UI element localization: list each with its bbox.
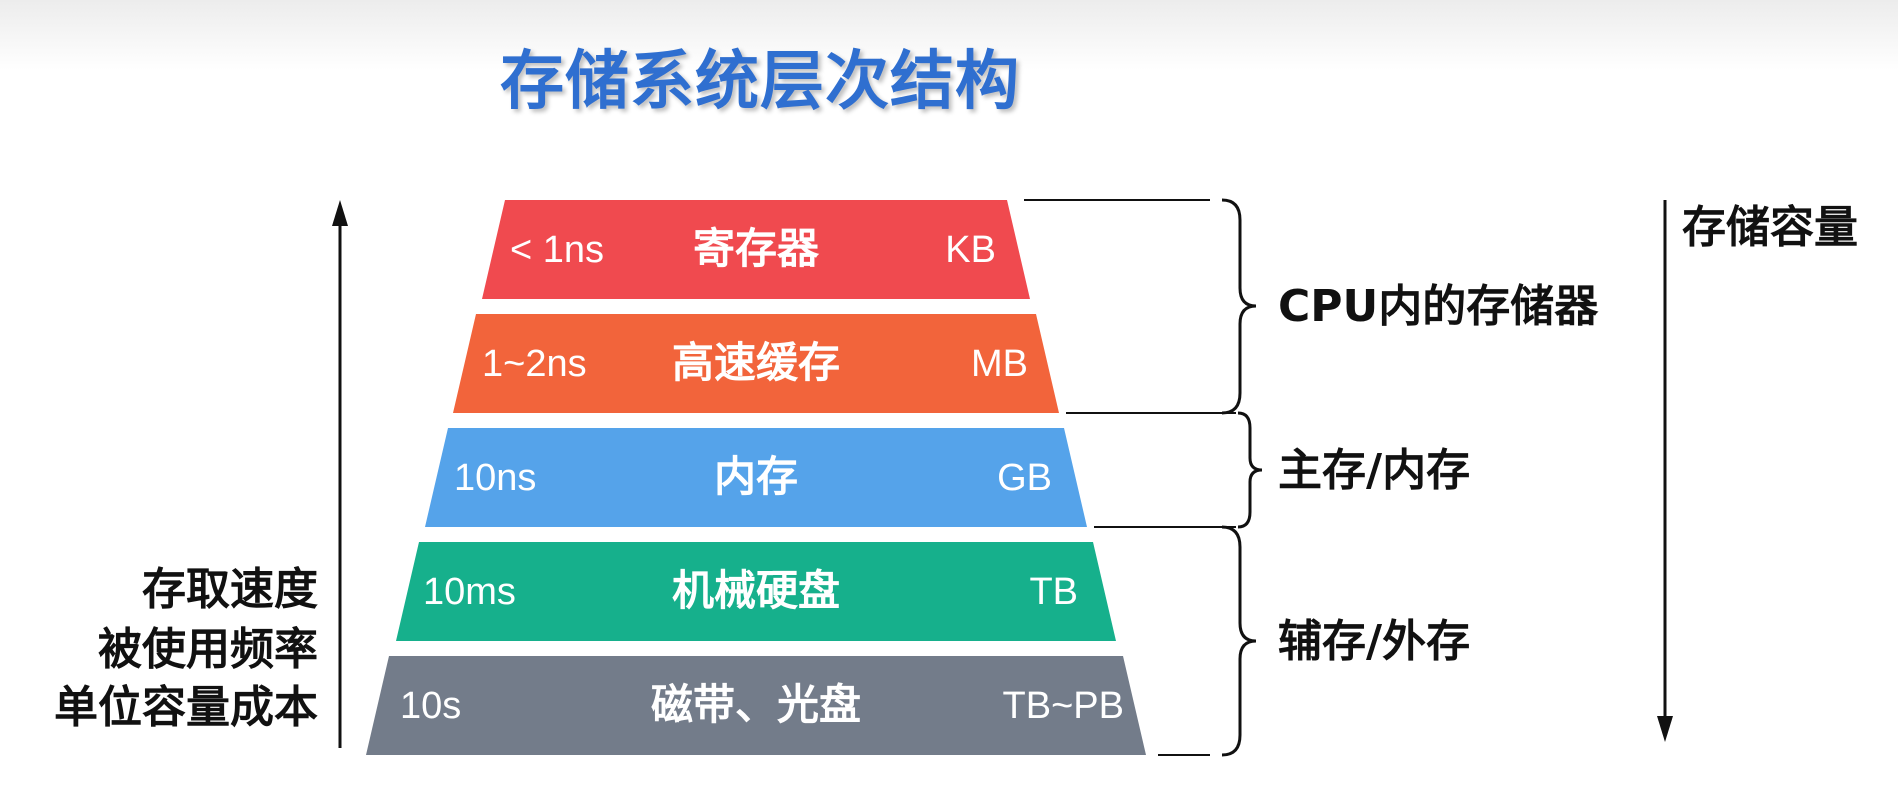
level-name-label: 机械硬盘 xyxy=(671,567,841,614)
level-speed-label: 10ms xyxy=(423,571,516,613)
level-speed-label: < 1ns xyxy=(510,229,605,271)
right-down-arrow-head xyxy=(1657,716,1673,742)
level-capacity-label: GB xyxy=(997,457,1052,499)
level-speed-label: 10ns xyxy=(454,457,537,499)
level-cache-block xyxy=(453,314,1059,413)
level-tape-block xyxy=(366,656,1146,755)
group-label-secondary-storage: 辅存/外存 xyxy=(1278,616,1471,667)
level-speed-label: 1~2ns xyxy=(482,343,587,385)
level-capacity-label: MB xyxy=(971,343,1028,385)
brace-secondary-storage xyxy=(1221,525,1257,757)
level-name-label: 磁带、光盘 xyxy=(650,681,862,728)
left-axis-label: 单位容量成本 xyxy=(54,682,318,733)
level-register-block xyxy=(482,200,1030,299)
level-capacity-label: TB~PB xyxy=(1002,685,1124,727)
right-axis-label: 存储容量 xyxy=(1682,202,1858,253)
level-capacity-label: KB xyxy=(945,229,996,271)
level-name-label: 内存 xyxy=(713,453,799,500)
slide-title: 存储系统层次结构 xyxy=(500,45,1020,119)
left-axis-label: 存取速度 xyxy=(142,564,318,615)
level-name-label: 高速缓存 xyxy=(671,339,841,386)
level-hdd-block xyxy=(396,542,1116,641)
level-capacity-label: TB xyxy=(1029,571,1078,613)
level-name-label: 寄存器 xyxy=(692,225,820,272)
left-up-arrow-head xyxy=(332,200,348,226)
level-memory-block xyxy=(425,428,1087,527)
group-label-main-memory: 主存/内存 xyxy=(1278,445,1471,496)
brace-cpu-storage xyxy=(1221,198,1257,415)
left-axis-label: 被使用频率 xyxy=(98,624,318,675)
level-speed-label: 10s xyxy=(400,685,462,727)
brace-main-memory xyxy=(1237,411,1263,529)
group-label-cpu-storage: CPU内的存储器 xyxy=(1278,281,1599,332)
